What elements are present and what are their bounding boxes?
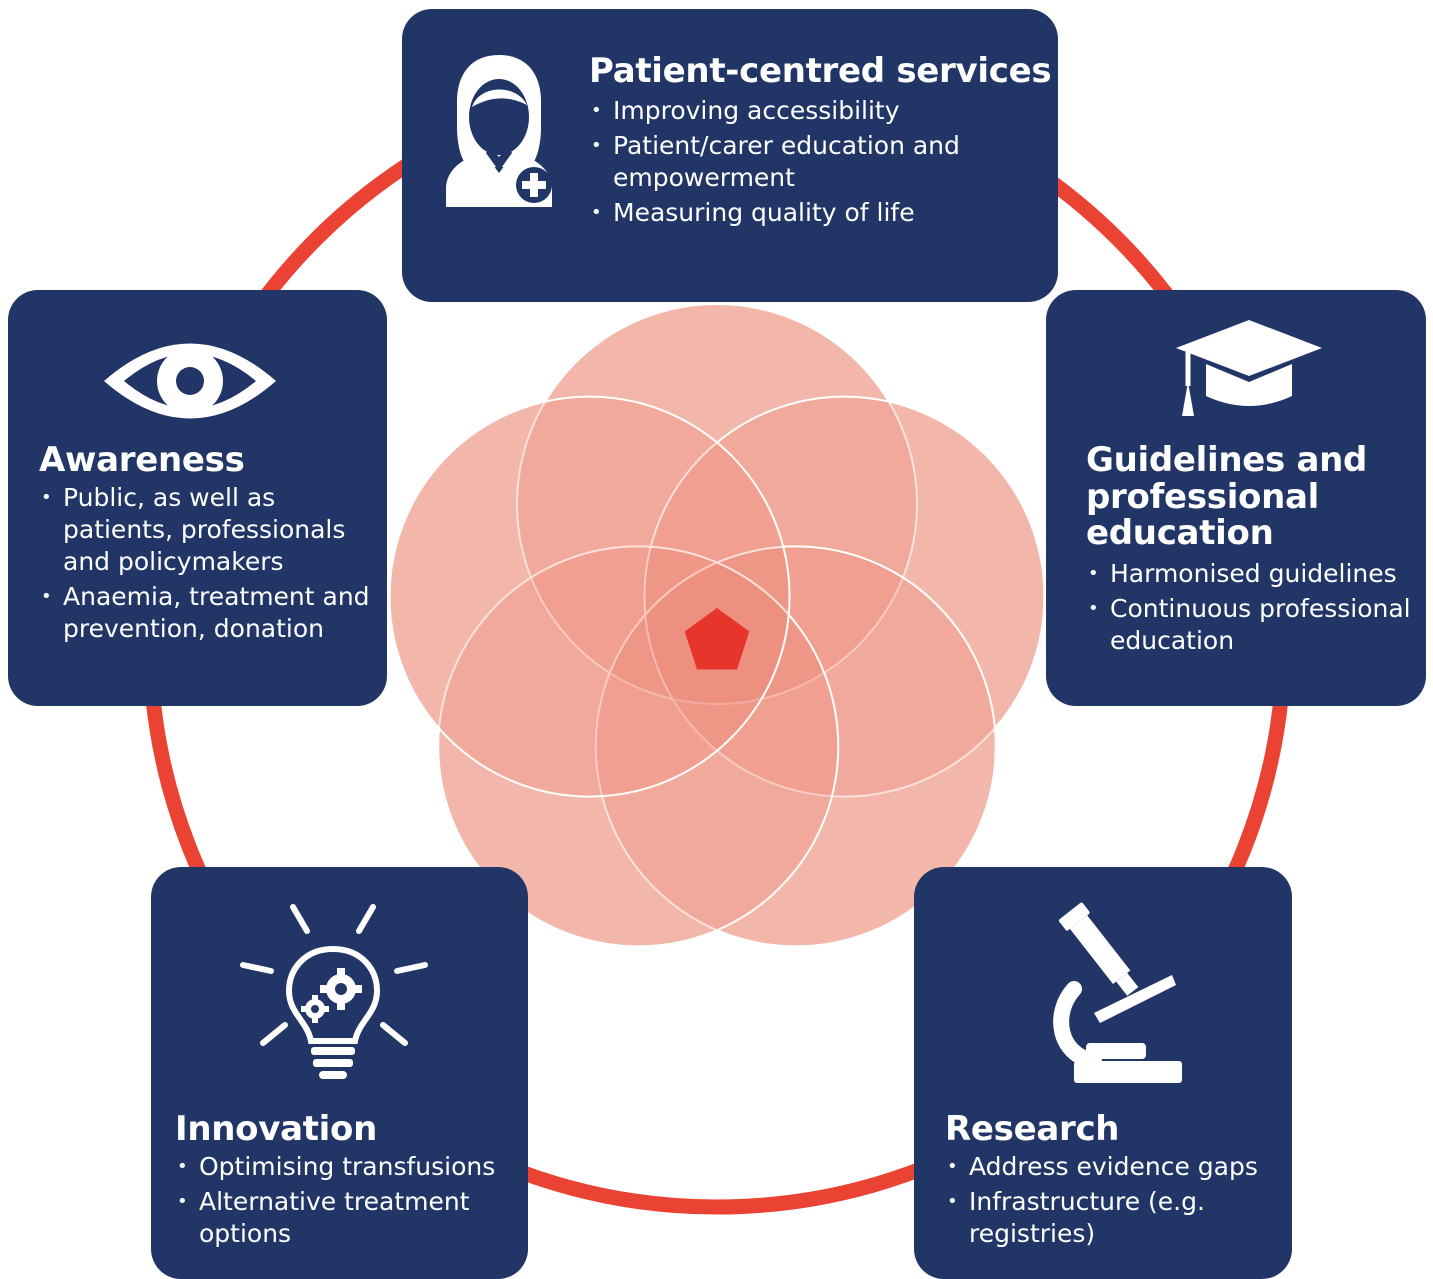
list-item: Harmonised guidelines <box>1086 558 1421 590</box>
list-item: Continuous professional education <box>1086 593 1421 657</box>
list-item: Patient/carer education and empowerment <box>589 130 1039 194</box>
microscope-icon <box>1053 902 1182 1083</box>
list-item: Public, as well as patients, professiona… <box>39 482 379 578</box>
list-item: Alternative treatment options <box>175 1186 520 1250</box>
pillar-title: Innovation <box>175 1109 377 1149</box>
pillar-title: Guidelines and professional education <box>1086 440 1368 554</box>
petal-left <box>388 395 791 798</box>
pillar-list: Harmonised guidelines Continuous profess… <box>1086 558 1421 660</box>
petal-right <box>643 395 1046 798</box>
pillar-list: Public, as well as patients, professiona… <box>39 482 379 648</box>
doctor-icon <box>446 55 552 207</box>
list-item: Improving accessibility <box>589 95 1039 127</box>
pillar-title: Research <box>945 1109 1120 1149</box>
list-item: Address evidence gaps <box>945 1151 1285 1183</box>
awareness-box: Awareness Public, as well as patients, p… <box>8 290 387 706</box>
pillar-list: Address evidence gaps Infrastructure (e.… <box>945 1151 1285 1253</box>
list-item: Anaemia, treatment and prevention, donat… <box>39 581 379 645</box>
list-item: Optimising transfusions <box>175 1151 520 1183</box>
petal-top <box>516 303 918 705</box>
list-item: Infrastructure (e.g. registries) <box>945 1186 1285 1250</box>
pillar-list: Optimising transfusions Alternative trea… <box>175 1151 520 1253</box>
pillar-list: Improving accessibility Patient/carer ed… <box>589 95 1039 232</box>
pillar-title: Patient-centred services <box>589 51 1052 91</box>
list-item: Measuring quality of life <box>589 197 1039 229</box>
graduation-cap-icon <box>1176 320 1322 416</box>
lightbulb-gears-icon <box>240 904 428 1079</box>
research-box: Research Address evidence gaps Infrastru… <box>914 867 1292 1279</box>
center-pentagon <box>684 608 750 670</box>
guidelines-education-box: Guidelines and professional education Ha… <box>1046 290 1426 706</box>
patient-centred-services-box: Patient-centred services Improving acces… <box>402 9 1058 302</box>
pillar-title: Awareness <box>39 440 245 480</box>
petal-left-base <box>389 396 790 797</box>
eye-icon <box>104 343 276 419</box>
innovation-box: Innovation Optimising transfusions Alter… <box>151 867 528 1279</box>
